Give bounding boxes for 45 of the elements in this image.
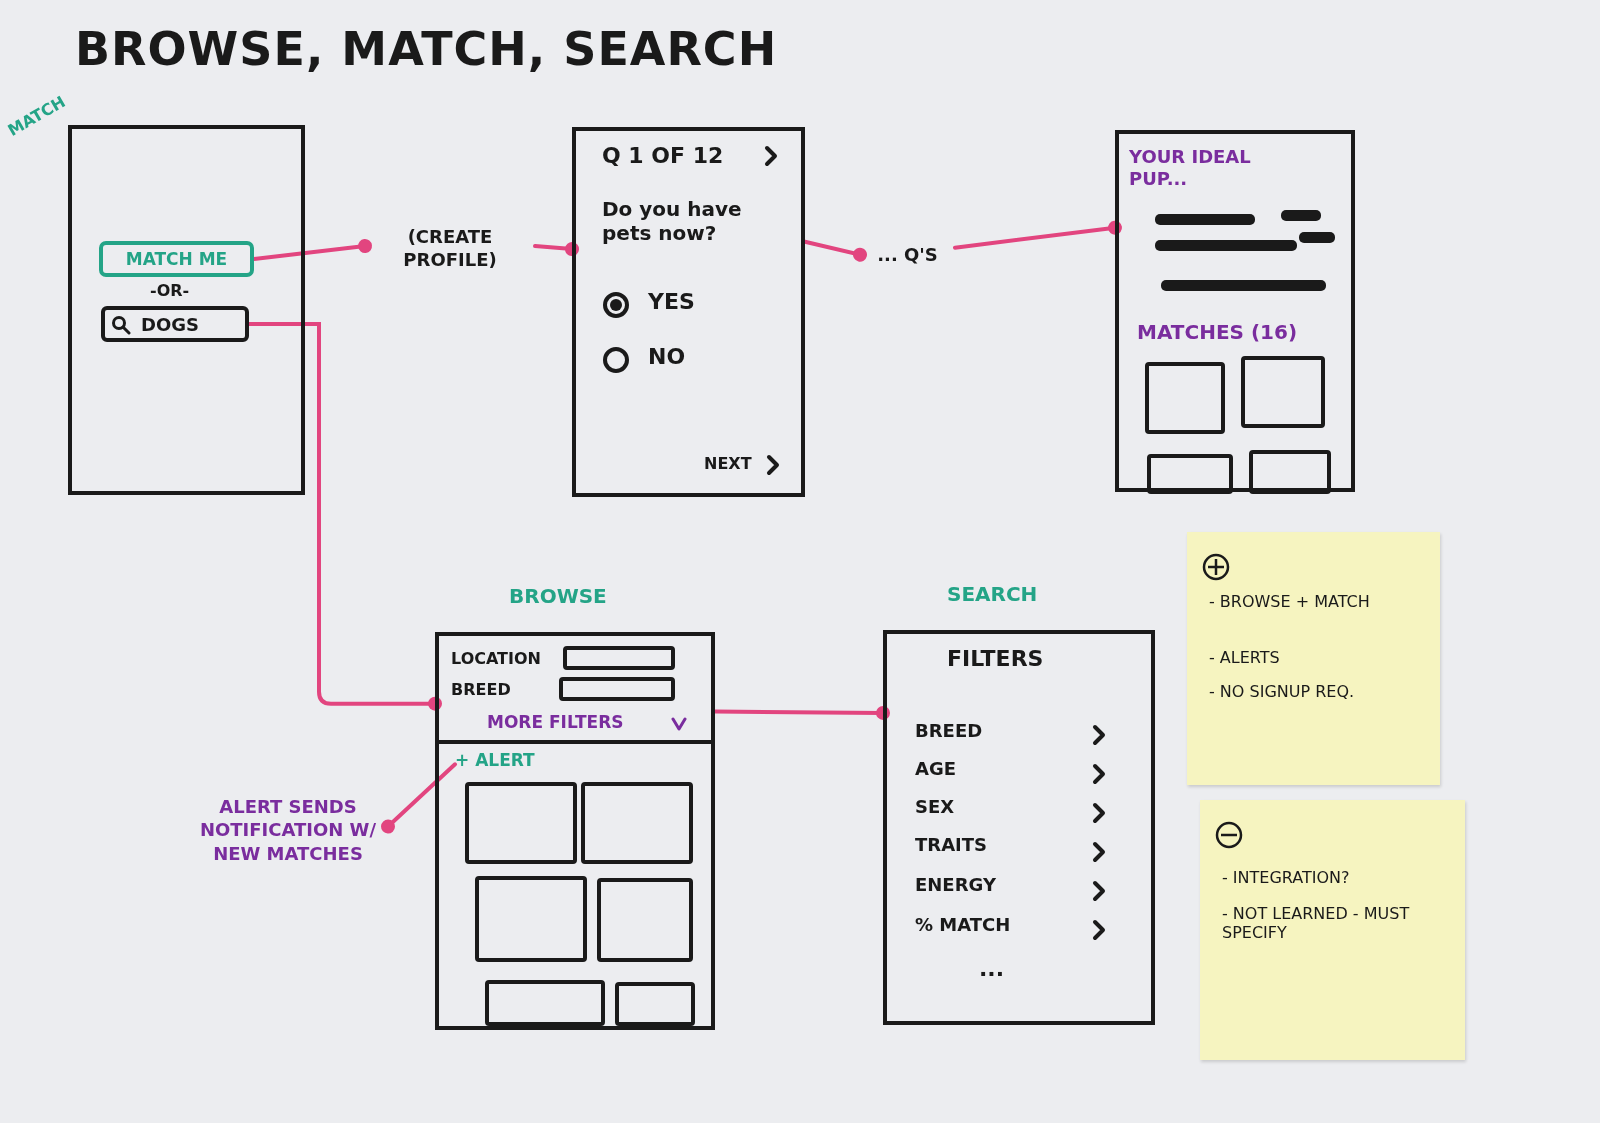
phone-screen bbox=[1115, 130, 1355, 492]
filter-label: SEX bbox=[915, 796, 955, 818]
screen-title: SEARCH bbox=[947, 582, 1038, 606]
filter-label: % MATCH bbox=[915, 914, 1011, 936]
filters-link: MORE FILTERS bbox=[487, 712, 624, 733]
annotation-text: ... Q'S bbox=[860, 243, 955, 267]
section-heading: MATCHES (16) bbox=[1137, 320, 1298, 344]
page-title: BROWSE, MATCH, SEARCH bbox=[75, 22, 778, 76]
connector-line bbox=[713, 705, 890, 720]
connector-line bbox=[252, 239, 372, 261]
alert-link: + ALERT bbox=[455, 750, 535, 771]
filter-label: AGE bbox=[915, 758, 956, 780]
question-text: Do you have pets now? bbox=[602, 197, 743, 245]
screen-title: BROWSE bbox=[509, 584, 607, 608]
screen-heading: FILTERS bbox=[947, 646, 1044, 673]
search-field bbox=[101, 306, 249, 342]
filter-label: ENERGY bbox=[915, 874, 996, 896]
note-text: - INTEGRATION? bbox=[1222, 868, 1351, 888]
sticky-note bbox=[1200, 800, 1465, 1060]
note-text: - ALERTS bbox=[1209, 648, 1281, 668]
leader-line bbox=[381, 762, 457, 834]
sticky-note bbox=[1187, 532, 1440, 785]
annotation-text: ALERT SENDS NOTIFICATION W/ NEW MATCHES bbox=[188, 795, 388, 866]
field-label: BREED bbox=[451, 680, 511, 700]
separator-text: -OR- bbox=[150, 281, 190, 301]
option-label: NO bbox=[648, 344, 686, 371]
question-counter: Q 1 OF 12 bbox=[602, 143, 724, 170]
phone-screen bbox=[572, 127, 805, 497]
field-label: LOCATION bbox=[451, 649, 541, 669]
filter-label: TRAITS bbox=[915, 834, 987, 856]
section-heading: YOUR IDEAL PUP... bbox=[1129, 146, 1252, 190]
note-text: - BROWSE + MATCH bbox=[1209, 592, 1371, 612]
field-value: DOGS bbox=[141, 314, 199, 336]
note-text: - NOT LEARNED - MUST SPECIFY bbox=[1222, 904, 1411, 943]
connector-line bbox=[803, 239, 867, 262]
filter-label: BREED bbox=[915, 720, 983, 742]
next-label: NEXT bbox=[704, 454, 752, 474]
connector-line bbox=[533, 242, 579, 257]
connector-line bbox=[953, 220, 1122, 250]
connector-line bbox=[247, 322, 442, 711]
ellipsis-text: ... bbox=[979, 956, 1005, 983]
option-label: YES bbox=[648, 289, 695, 316]
annotation-text: (CREATE PROFILE) bbox=[365, 225, 535, 272]
match-button: MATCH ME bbox=[99, 241, 254, 277]
note-text: - NO SIGNUP REQ. bbox=[1209, 682, 1356, 702]
